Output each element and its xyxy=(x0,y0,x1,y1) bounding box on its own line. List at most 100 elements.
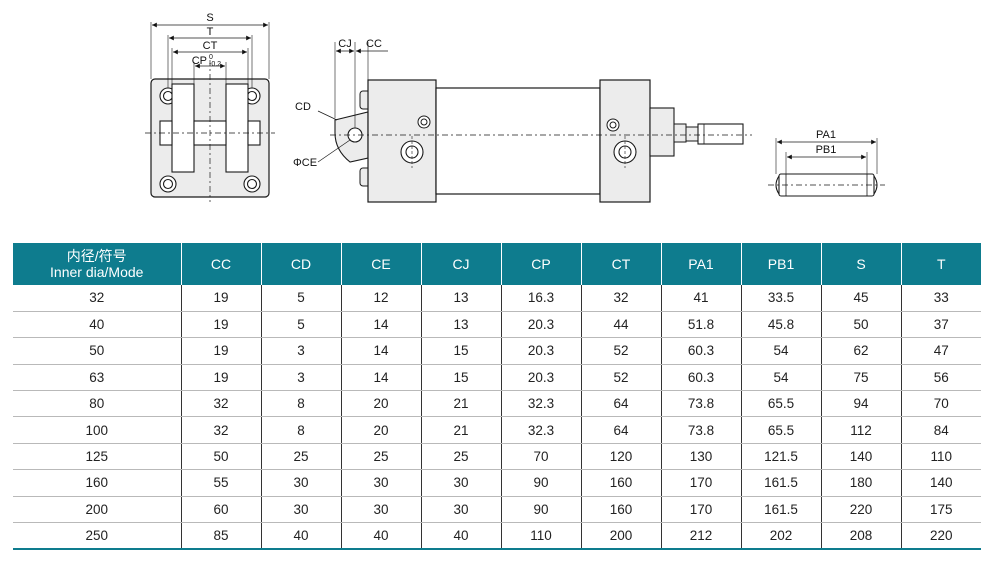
cell-cd: 5 xyxy=(261,311,342,339)
cell-cc: 55 xyxy=(181,469,262,497)
dim-cd-label: CD xyxy=(295,101,311,113)
header-cj: CJ xyxy=(421,243,502,285)
cell-s: 94 xyxy=(821,390,902,418)
cell-pa1: 41 xyxy=(661,285,742,312)
cell-ce: 40 xyxy=(341,522,422,550)
cell-pa1: 60.3 xyxy=(661,364,742,392)
cell-ce: 14 xyxy=(341,364,422,392)
header-inner-dia-cn: 内径/符号 xyxy=(66,248,127,264)
cell-ct: 52 xyxy=(581,364,662,392)
cell-ct: 52 xyxy=(581,337,662,365)
cell-ce: 14 xyxy=(341,311,422,339)
cell-pa1: 73.8 xyxy=(661,390,742,418)
cell-pb1: 161.5 xyxy=(741,496,822,524)
cell-s: 50 xyxy=(821,311,902,339)
cell-ct: 160 xyxy=(581,496,662,524)
cell-ce: 12 xyxy=(341,285,422,312)
cell-cj: 13 xyxy=(421,285,502,312)
cell-cp: 20.3 xyxy=(501,337,582,365)
dim-ce-label: ΦCE xyxy=(293,157,317,169)
cell-ce: 25 xyxy=(341,443,422,471)
cell-s: 112 xyxy=(821,416,902,444)
dim-cp-lower-tolerance: -0.2 xyxy=(209,61,221,68)
cell-t: 56 xyxy=(901,364,981,392)
cell-cc: 32 xyxy=(181,390,262,418)
cell-t: 84 xyxy=(901,416,981,444)
cell-cd: 40 xyxy=(261,522,342,550)
dim-cc-label: CC xyxy=(366,38,382,50)
cell-cd: 30 xyxy=(261,496,342,524)
cell-inner-dia: 125 xyxy=(13,443,182,471)
cell-s: 45 xyxy=(821,285,902,312)
cell-pb1: 54 xyxy=(741,364,822,392)
cell-t: 110 xyxy=(901,443,981,471)
cell-ce: 30 xyxy=(341,496,422,524)
cell-inner-dia: 32 xyxy=(13,285,182,312)
cell-pa1: 170 xyxy=(661,469,742,497)
cell-s: 220 xyxy=(821,496,902,524)
cell-cc: 60 xyxy=(181,496,262,524)
cell-cc: 19 xyxy=(181,337,262,365)
cell-cp: 90 xyxy=(501,496,582,524)
cell-s: 75 xyxy=(821,364,902,392)
pin-view: PA1 PB1 xyxy=(768,129,885,197)
cell-cd: 5 xyxy=(261,285,342,312)
cell-cc: 32 xyxy=(181,416,262,444)
cell-t: 33 xyxy=(901,285,981,312)
cell-cp: 16.3 xyxy=(501,285,582,312)
technical-drawing: S T CT CP 0 -0.2 xyxy=(145,12,885,203)
dim-t-label: T xyxy=(207,26,214,38)
cell-pa1: 130 xyxy=(661,443,742,471)
cell-cd: 8 xyxy=(261,416,342,444)
cell-pa1: 170 xyxy=(661,496,742,524)
cell-t: 70 xyxy=(901,390,981,418)
cell-cc: 19 xyxy=(181,285,262,312)
cell-cj: 25 xyxy=(421,443,502,471)
cell-t: 175 xyxy=(901,496,981,524)
cell-t: 140 xyxy=(901,469,981,497)
cell-cd: 25 xyxy=(261,443,342,471)
cell-cj: 30 xyxy=(421,496,502,524)
header-inner-dia-en: Inner dia/Mode xyxy=(50,264,144,280)
cell-cp: 20.3 xyxy=(501,311,582,339)
cell-cd: 3 xyxy=(261,337,342,365)
cell-inner-dia: 100 xyxy=(13,416,182,444)
cell-pb1: 202 xyxy=(741,522,822,550)
cell-t: 37 xyxy=(901,311,981,339)
cell-s: 180 xyxy=(821,469,902,497)
cell-pa1: 212 xyxy=(661,522,742,550)
dim-cp-label: CP xyxy=(192,55,207,67)
cell-pb1: 54 xyxy=(741,337,822,365)
table-header-row: 内径/符号 Inner dia/Mode CC CD CE CJ CP CT P… xyxy=(13,243,981,285)
cell-cd: 3 xyxy=(261,364,342,392)
cell-s: 208 xyxy=(821,522,902,550)
cell-cd: 8 xyxy=(261,390,342,418)
cell-ce: 30 xyxy=(341,469,422,497)
cell-pb1: 65.5 xyxy=(741,390,822,418)
header-pa1: PA1 xyxy=(661,243,742,285)
cell-ct: 64 xyxy=(581,390,662,418)
cell-ct: 160 xyxy=(581,469,662,497)
cell-ct: 44 xyxy=(581,311,662,339)
cell-cp: 90 xyxy=(501,469,582,497)
cell-cp: 70 xyxy=(501,443,582,471)
cell-inner-dia: 50 xyxy=(13,337,182,365)
cell-cc: 50 xyxy=(181,443,262,471)
cell-cp: 32.3 xyxy=(501,416,582,444)
cell-pb1: 121.5 xyxy=(741,443,822,471)
cell-cj: 21 xyxy=(421,416,502,444)
cell-cj: 40 xyxy=(421,522,502,550)
dim-ct-label: CT xyxy=(203,40,218,52)
dim-s-label: S xyxy=(206,12,213,24)
header-t: T xyxy=(901,243,981,285)
cell-ct: 200 xyxy=(581,522,662,550)
cell-s: 62 xyxy=(821,337,902,365)
dimension-table: 内径/符号 Inner dia/Mode CC CD CE CJ CP CT P… xyxy=(13,243,981,550)
